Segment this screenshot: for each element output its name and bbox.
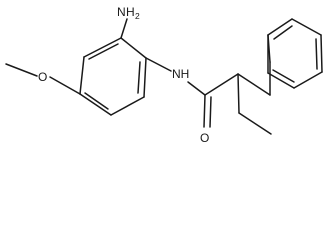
alpha-phenyl-bond [237,73,271,96]
phenyl-ring [267,18,323,96]
ring-nh-bond [145,57,172,72]
amine-h-label: H [126,5,135,19]
methoxy-group [5,63,81,95]
carbonyl-o-label: O [200,131,209,145]
amine-n-label: N [117,5,126,19]
molecule-drawing: N H 2 NH O O [5,5,323,145]
amine-subscript: 2 [135,11,140,21]
structure-canvas: N H 2 NH O O [5,5,323,145]
carbonyl-bond [203,94,212,128]
carbonyl-alpha-bond [204,73,239,96]
amine-bond [120,18,128,39]
ether-o-label: O [38,70,47,84]
ethyl-group [237,73,272,135]
nh-carbonyl-bond [187,81,206,96]
aniline-ring [79,37,147,116]
amide-nh-label: NH [172,67,189,81]
